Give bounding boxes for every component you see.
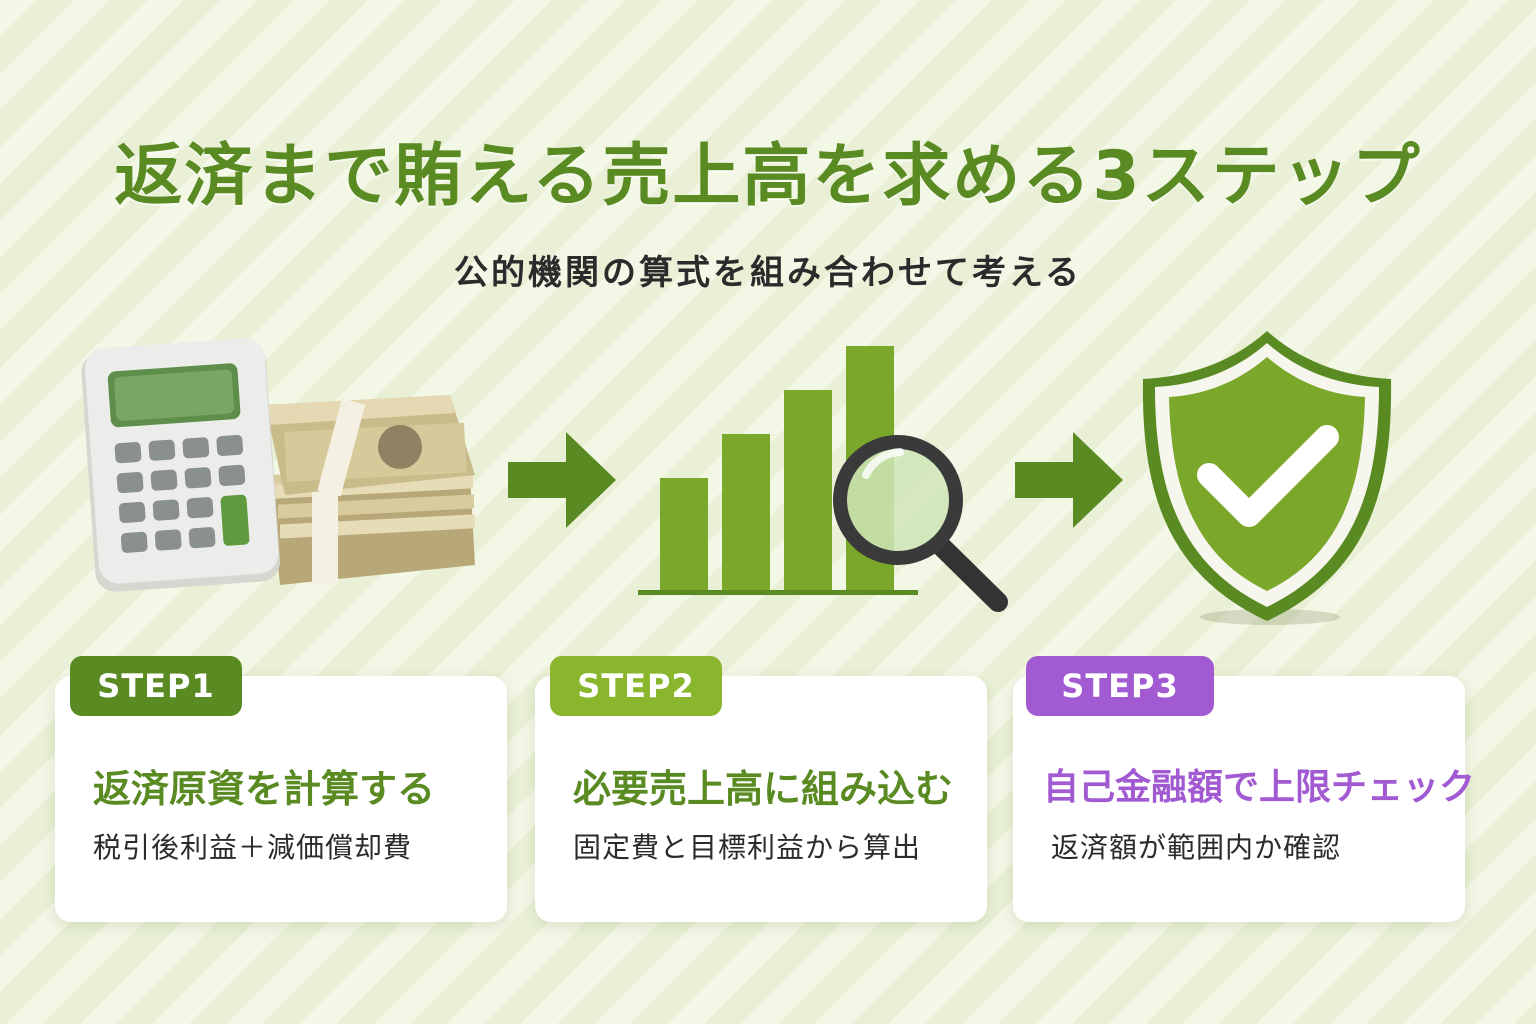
step-badge-3: STEP3 xyxy=(1026,656,1214,716)
arrow-right-icon xyxy=(1015,432,1123,528)
step-description: 税引後利益＋減価償却費 xyxy=(93,831,413,864)
step-badge-1: STEP1 xyxy=(70,656,242,716)
money-illustration xyxy=(81,338,475,592)
banknotes-icon xyxy=(265,395,475,585)
step-title: 自己金融額で上限チェック xyxy=(1043,767,1476,808)
step-description: 返済額が範囲内か確認 xyxy=(1051,831,1342,864)
step-description: 固定費と目標利益から算出 xyxy=(573,831,922,864)
shield-check-icon xyxy=(1142,331,1392,625)
step-title: 返済原資を計算する xyxy=(93,767,436,811)
arrow-right-icon xyxy=(508,432,616,528)
step-card-3: 自己金融額で上限チェック 返済額が範囲内か確認 xyxy=(1013,676,1475,922)
page-title: 返済まで賄える売上高を求める3ステップ xyxy=(114,137,1422,216)
chart-illustration xyxy=(638,346,1008,612)
step-badge-2: STEP2 xyxy=(550,656,722,716)
magnifier-icon xyxy=(833,435,1008,612)
step-card-1: 返済原資を計算する 税引後利益＋減価償却費 xyxy=(55,676,507,922)
step-card-2: 必要売上高に組み込む 固定費と目標利益から算出 xyxy=(535,676,987,922)
page-subtitle: 公的機関の算式を組み合わせて考える xyxy=(454,253,1082,293)
calculator-icon xyxy=(81,338,280,592)
step-title: 必要売上高に組み込む xyxy=(573,767,954,811)
